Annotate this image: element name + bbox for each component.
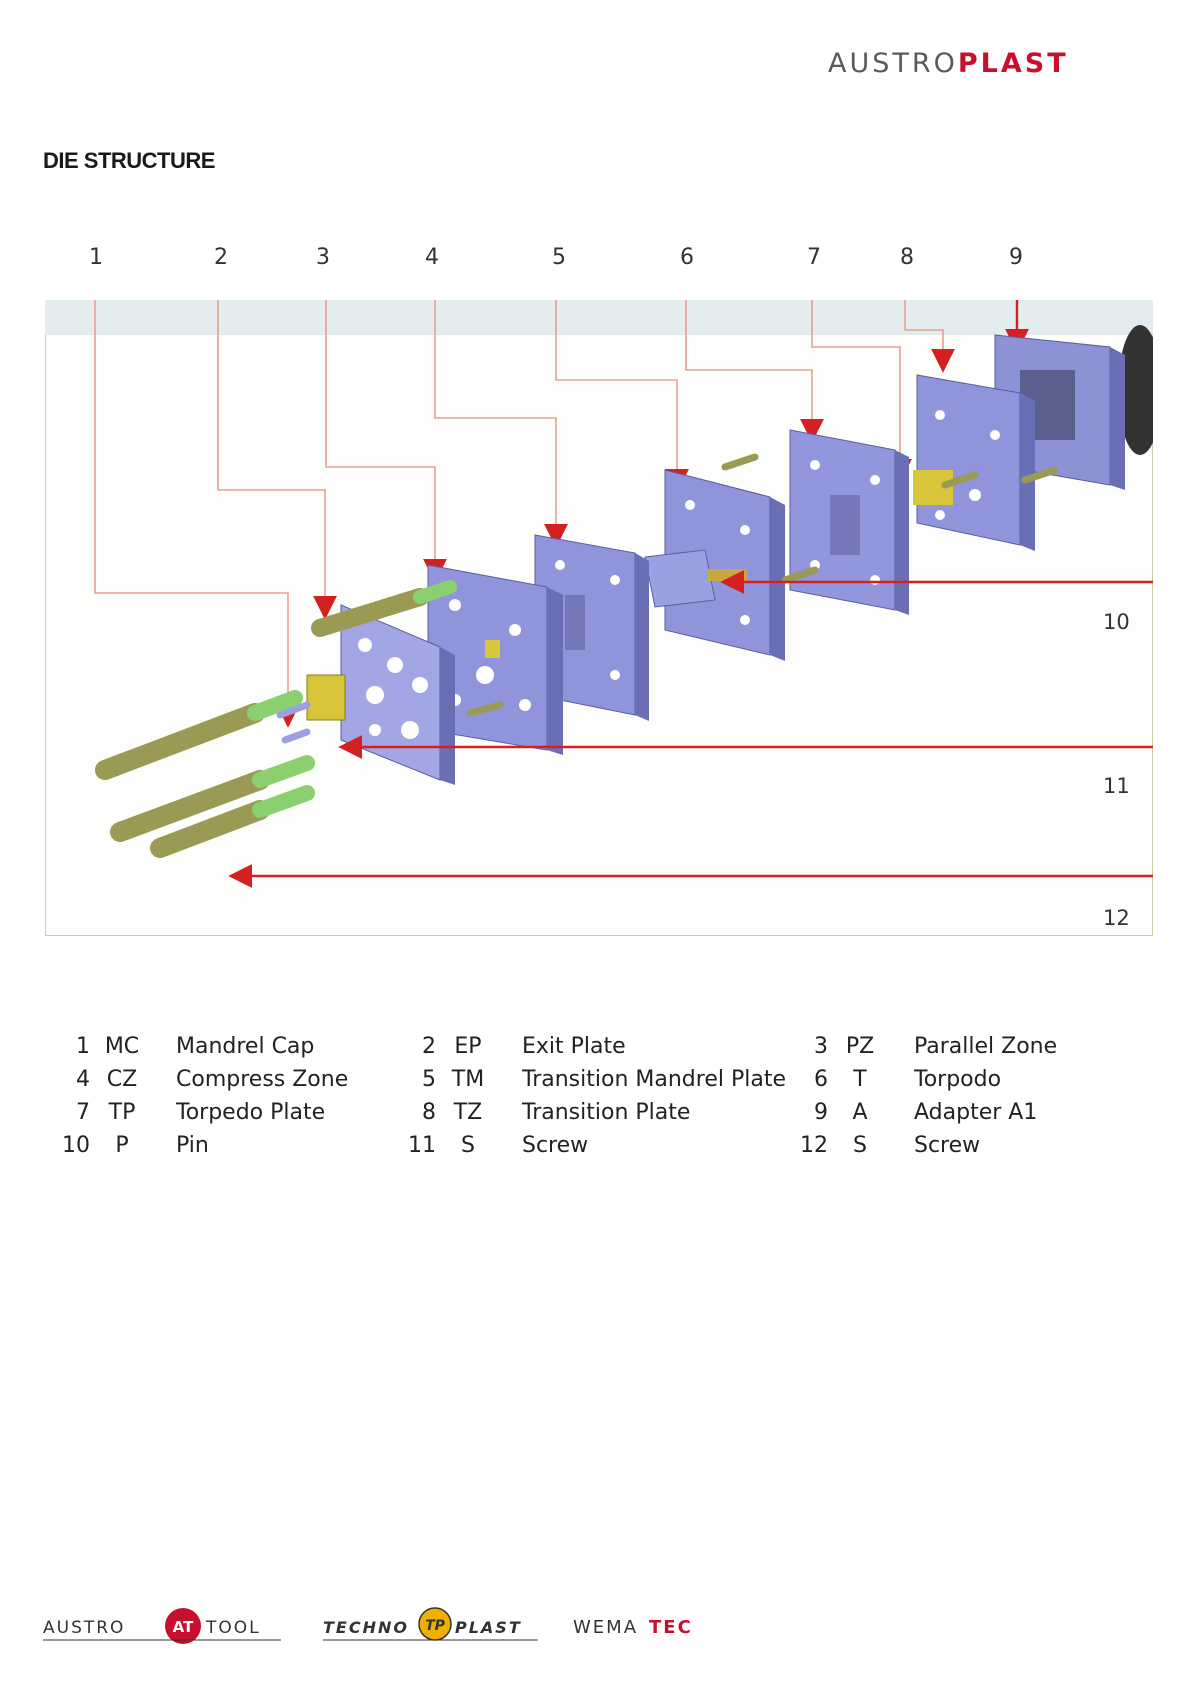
callout-label-1: 1 [89,245,103,270]
legend-part-name: Adapter A1 [914,1100,1038,1125]
legend-code: PZ [845,1034,875,1059]
leader-lines [94,300,944,720]
legend-number: 5 [422,1067,436,1092]
long-screws [95,580,457,858]
callout-label-10: 10 [1103,610,1130,634]
technoplast-right: PLAST [455,1618,522,1637]
wematec-logo: WEMA TEC [573,1600,723,1654]
legend-row: 1 MC Mandrel Cap 2 EP Exit Plate 3 PZ Parallel Z… [52,1030,1057,1063]
austrotool-right: TOOL [205,1618,261,1638]
diagram-header-strip [45,300,1153,335]
legend-number: 9 [814,1100,828,1125]
legend-part-name: Torpedo Plate [176,1100,326,1125]
footer-logos: AUSTRO AT TOOL TECHNO TP PLAST WEMA TEC [43,1600,723,1650]
legend-part-name: Transition Mandrel Plate [522,1067,786,1092]
callout-label-2: 2 [214,245,228,270]
legend-part-name: Compress Zone [176,1067,349,1092]
legend-number: 3 [814,1034,828,1059]
technoplast-badge: TP [425,1618,446,1634]
wematec-right: TEC [649,1617,693,1638]
torpedo-plate-part [789,429,909,615]
legend-code: S [461,1133,475,1158]
legend-number: 10 [62,1133,90,1158]
legend-number: 2 [422,1034,436,1059]
torpedo-plate-6-part [644,469,785,661]
legend-code: S [853,1133,867,1158]
exit-plate-part [340,604,455,785]
legend-code: TM [451,1067,485,1092]
exploded-die-illustration [94,300,1153,888]
legend-code: A [852,1100,868,1125]
legend-number: 7 [76,1100,90,1125]
legend-part-name: Pin [176,1133,209,1158]
mandrel-cap-part [306,674,346,721]
callout-label-4: 4 [425,245,439,270]
callout-label-3: 3 [316,245,330,270]
technoplast-logo: TECHNO TP PLAST [323,1600,543,1654]
callout-label-6: 6 [680,245,694,270]
austroplast-logo: AUSTROPLAST [828,48,1069,80]
callout-label-8: 8 [900,245,914,270]
callout-label-9: 9 [1009,245,1023,270]
callout-label-5: 5 [552,245,566,270]
austrotool-left: AUSTRO [43,1618,125,1638]
callout-label-7: 7 [807,245,821,270]
wematec-left: WEMA [573,1617,638,1638]
legend-part-name: Torpodo [914,1067,1002,1092]
callout-label-12: 12 [1103,906,1130,930]
parts-legend: 1 MC Mandrel Cap 2 EP Exit Plate 3 PZ Parallel Z… [52,1030,1057,1162]
legend-code: TZ [453,1100,483,1125]
legend-part-name: Exit Plate [522,1034,626,1059]
legend-part-name: Transition Plate [522,1100,691,1125]
legend-row: 10 P Pin 11 S Screw 12 S Screw [52,1129,1057,1162]
legend-row: 4 CZ Compress Zone 5 TM Transition Mandrel Pl… [52,1063,1057,1096]
legend-part-name: Mandrel Cap [176,1034,315,1059]
austrotool-badge: AT [173,1618,194,1636]
austrotool-logo: AUSTRO AT TOOL [43,1600,283,1654]
legend-part-name: Screw [914,1133,981,1158]
legend-code: P [115,1133,129,1158]
legend-part-name: Screw [522,1133,589,1158]
small-screws [276,453,1059,744]
transition-plate-part [913,374,1035,551]
legend-code: CZ [106,1067,138,1092]
legend-code: T [853,1067,867,1092]
legend-code: MC [104,1034,140,1059]
brand-part2: PLAST [957,48,1069,79]
page-title: DIE STRUCTURE [43,148,215,173]
legend-code: EP [454,1034,482,1059]
legend-number: 1 [76,1034,90,1059]
technoplast-left: TECHNO [323,1618,409,1637]
legend-number: 8 [422,1100,436,1125]
legend-number: 12 [800,1133,828,1158]
legend-code: TP [108,1100,136,1125]
legend-number: 4 [76,1067,90,1092]
callout-label-11: 11 [1103,774,1130,798]
compress-zone-part [427,564,563,755]
legend-part-name: Parallel Zone [914,1034,1058,1059]
legend-number: 6 [814,1067,828,1092]
legend-number: 11 [408,1133,436,1158]
brand-part1: AUSTRO [828,48,958,79]
